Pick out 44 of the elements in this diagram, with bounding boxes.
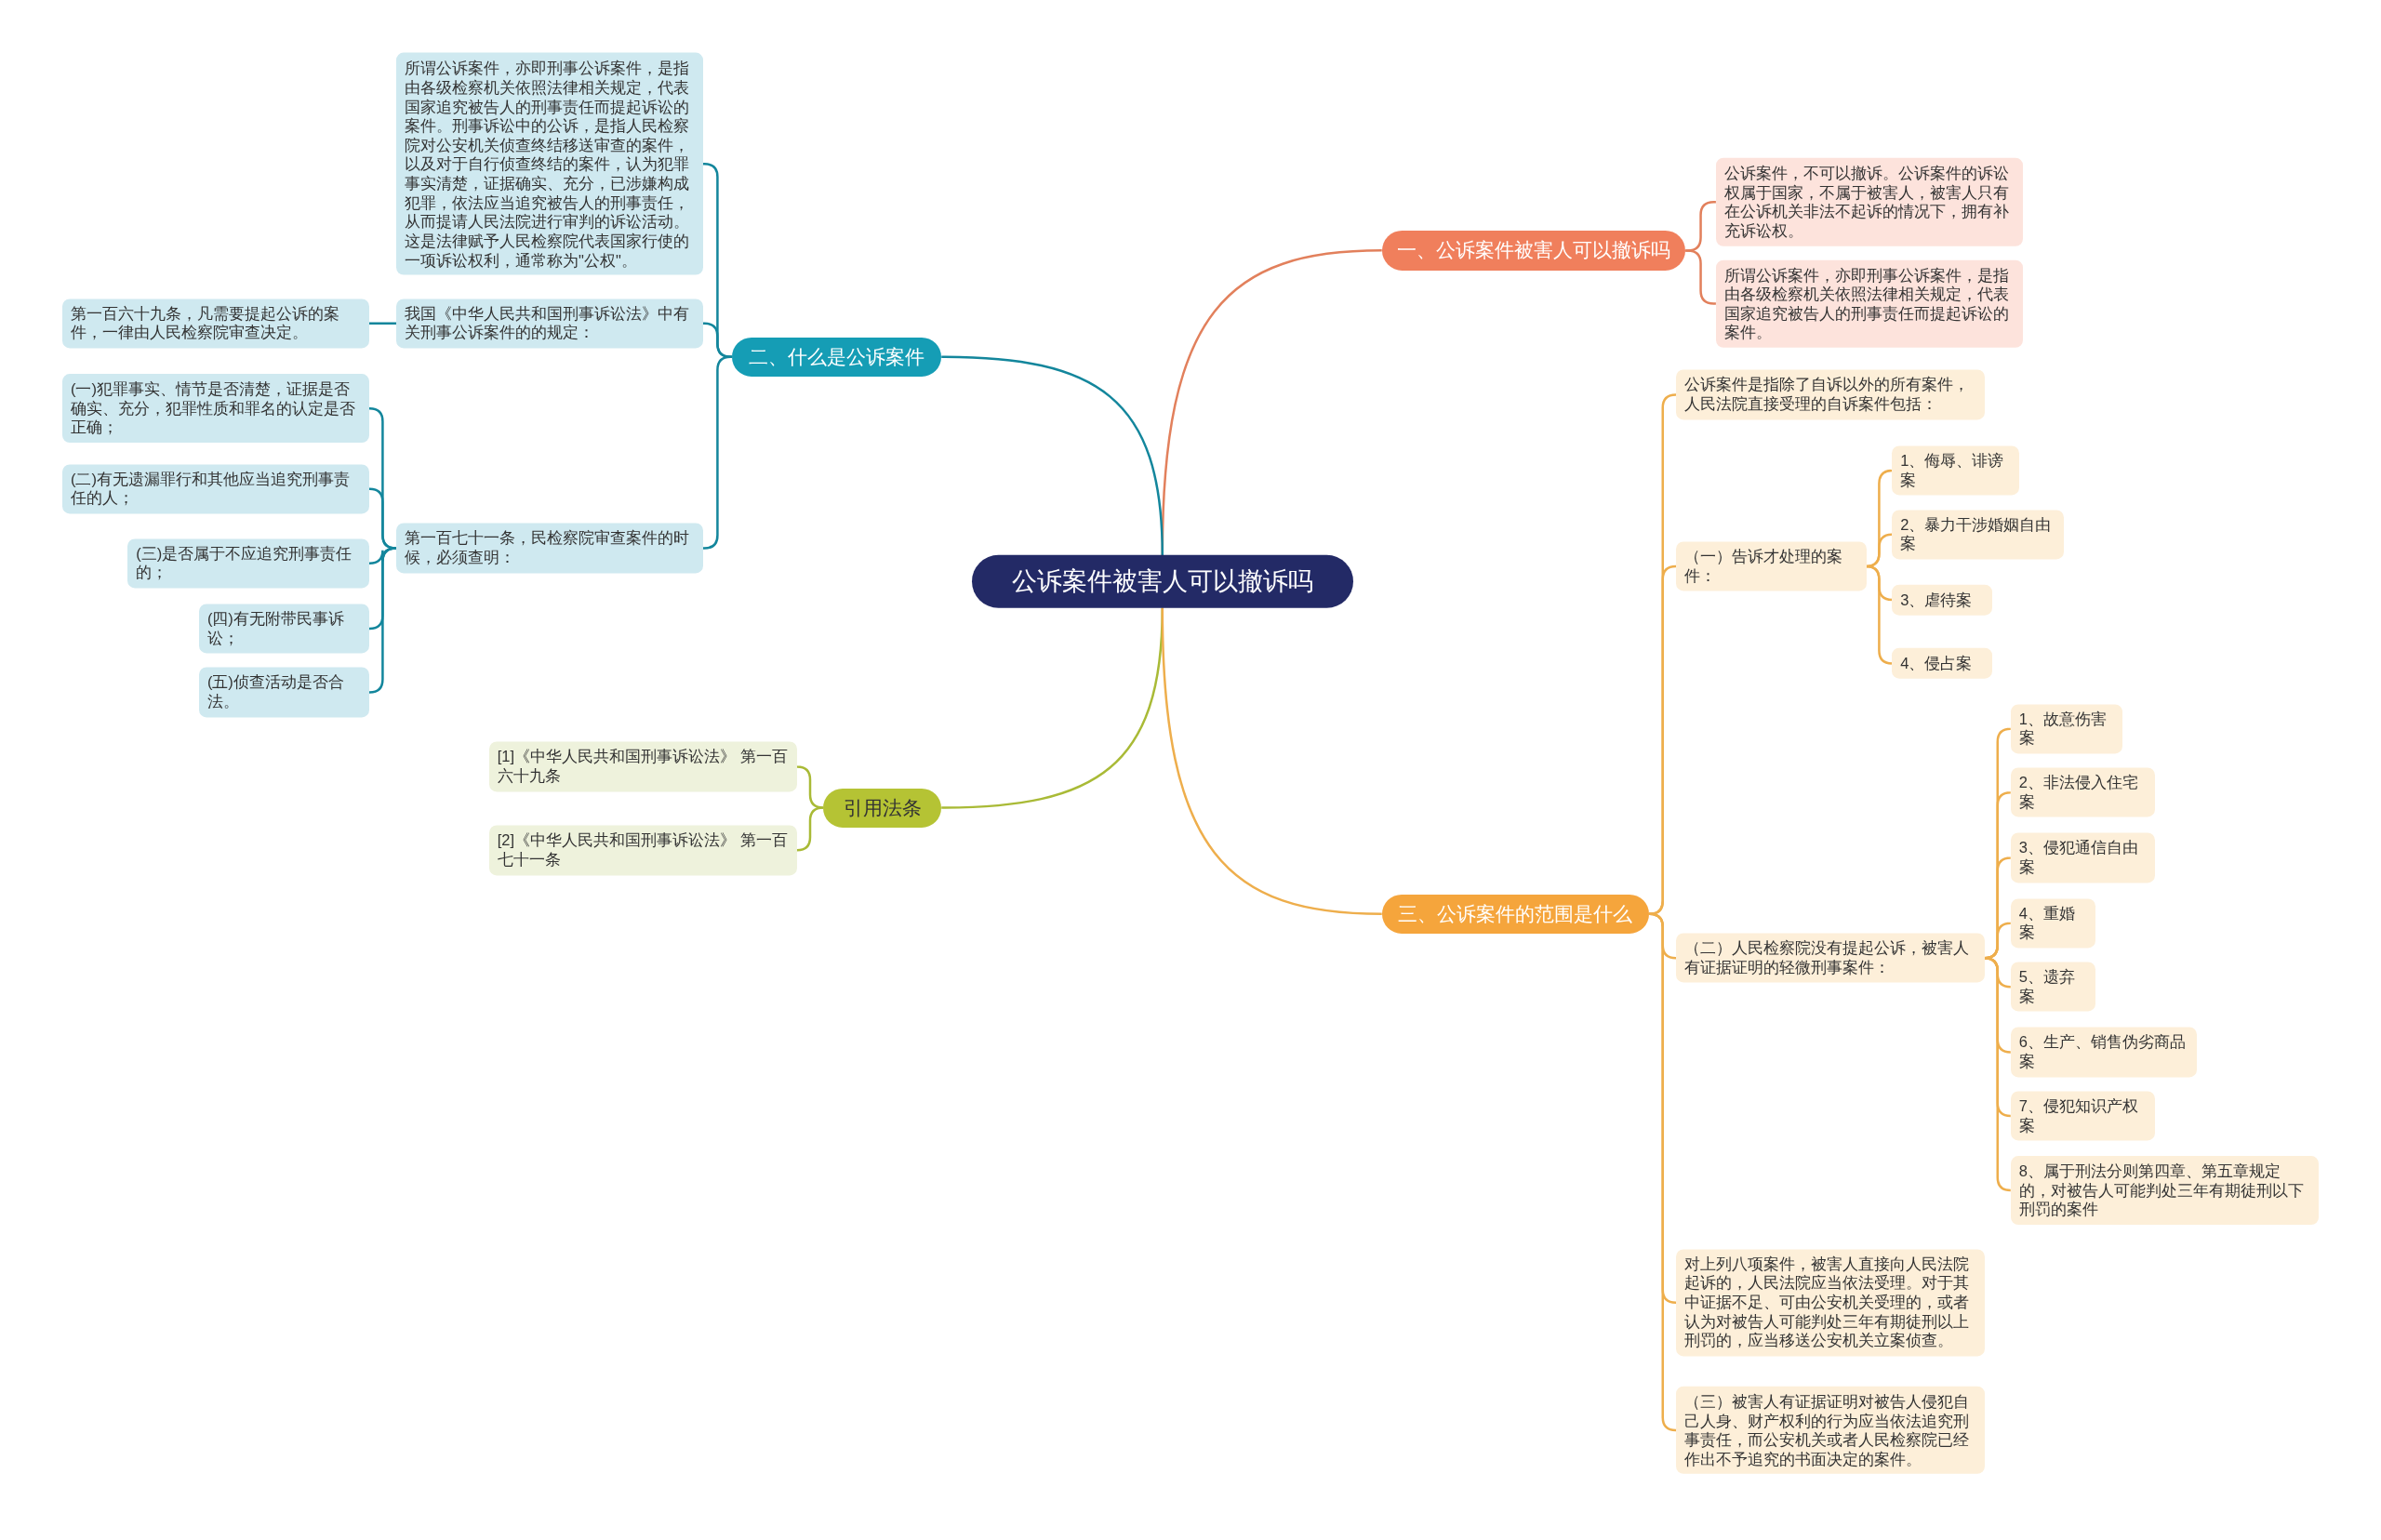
connector bbox=[702, 355, 732, 550]
text-card: [2]《中华人民共和国刑事诉讼法》 第一百七十一条 bbox=[488, 825, 798, 875]
text-card: （二）人民检察院没有提起公诉，被害人有证据证明的轻微刑事案件： bbox=[1676, 933, 1985, 983]
connector bbox=[1685, 249, 1716, 305]
text-card: 5、遗弃案 bbox=[2010, 962, 2096, 1012]
text-card: (三)是否属于不应追究刑事责任的； bbox=[127, 538, 369, 589]
text-card: 3、虐待案 bbox=[1892, 584, 1993, 616]
connector bbox=[368, 322, 397, 325]
text-card: 3、侵犯通信自由案 bbox=[2010, 832, 2155, 883]
text-card: 1、故意伤害案 bbox=[2010, 704, 2123, 754]
root-topic: 公诉案件被害人可以撤诉吗 bbox=[971, 555, 1353, 608]
text-card: （一）告诉才处理的案件： bbox=[1676, 541, 1867, 591]
text-card: 6、生产、销售伪劣商品案 bbox=[2010, 1027, 2198, 1078]
text-card: 4、侵占案 bbox=[1892, 648, 1993, 679]
text-card: (五)侦查活动是否合法。 bbox=[198, 667, 369, 718]
branch-topic: 三、公诉案件的范围是什么 bbox=[1381, 894, 1650, 934]
text-card: 所谓公诉案件，亦即刑事公诉案件，是指由各级检察机关依照法律相关规定，代表国家追究被告人的刑事责任而提起诉讼的案件。刑事诉讼中的公诉，是指人民检察院对公安机关侦查终结移送审查的案件，以及对于自行侦查终结的案件，认为犯罪事实清楚，证据确实、充分，已涉嫌构成犯罪，依法应当追究被告人的刑事责任，从而提请人民法院进行审判的诉讼活动。这是法律赋予人民检察院代表国家行使的一项诉讼权利，通常称为"公权"。 bbox=[396, 52, 703, 275]
connector bbox=[941, 607, 1164, 809]
text-card: (二)有无遗漏罪行和其他应当追究刑事责任的人； bbox=[61, 464, 369, 514]
connector bbox=[941, 355, 1164, 556]
connector bbox=[702, 322, 732, 358]
text-card: 公诉案件是指除了自诉以外的所有案件，人民法院直接受理的自诉案件包括： bbox=[1676, 369, 1985, 420]
text-card: 公诉案件，不可以撤诉。公诉案件的诉讼权属于国家，不属于被害人，被害人只有在公诉机关非法不起诉的情况下，拥有补充诉讼权。 bbox=[1715, 157, 2023, 246]
text-card: 1、侮辱、诽谤案 bbox=[1892, 445, 2020, 496]
branch-topic: 引用法条 bbox=[822, 788, 942, 828]
text-card: 7、侵犯知识产权案 bbox=[2010, 1091, 2155, 1141]
text-card: 对上列八项案件，被害人直接向人民法院起诉的，人民法院应当依法受理。对于其中证据不足、可由公安机关受理的，或者认为对被告人可能判处三年有期徒刑以上刑罚的，应当移送公安机关立案侦查。 bbox=[1676, 1249, 1985, 1357]
branch-topic: 一、公诉案件被害人可以撤诉吗 bbox=[1381, 231, 1686, 271]
text-card: 第一百六十九条，凡需要提起公诉的案件，一律由人民检察院审查决定。 bbox=[61, 299, 369, 349]
connector bbox=[1648, 564, 1677, 916]
text-card: 所谓公诉案件，亦即刑事公诉案件，是指由各级检察机关依照法律相关规定，代表国家追究被告人的刑事责任而提起诉讼的案件。 bbox=[1715, 259, 2023, 348]
text-card: [1]《中华人民共和国刑事诉讼法》 第一百六十九条 bbox=[488, 741, 798, 792]
connector bbox=[1865, 564, 1894, 665]
text-card: （三）被害人有证据证明对被告人侵犯自己人身、财产权利的行为应当依法追究刑事责任，而公安机关或者人民检察院已经作出不予追究的书面决定的案件。 bbox=[1676, 1386, 1985, 1475]
text-card: 2、暴力干涉婚姻自由案 bbox=[1892, 510, 2064, 560]
text-card: 第一百七十一条，民检察院审查案件的时候，必须查明： bbox=[396, 523, 703, 573]
connector bbox=[1161, 607, 1382, 916]
text-card: 我国《中华人民共和国刑事诉讼法》中有关刑事公诉案件的的规定： bbox=[396, 299, 703, 349]
text-card: (四)有无附带民事诉讼； bbox=[198, 604, 369, 654]
text-card: 8、属于刑法分则第四章、第五章规定的，对被告人可能判处三年有期徒刑以下刑罚的案件 bbox=[2010, 1156, 2320, 1225]
text-card: 2、非法侵入住宅案 bbox=[2010, 767, 2155, 817]
branch-topic: 二、什么是公诉案件 bbox=[731, 337, 942, 377]
text-card: (一)犯罪事实、情节是否清楚，证据是否确实、充分，犯罪性质和罪名的认定是否正确； bbox=[61, 374, 369, 444]
text-card: 4、重婚案 bbox=[2010, 898, 2096, 949]
